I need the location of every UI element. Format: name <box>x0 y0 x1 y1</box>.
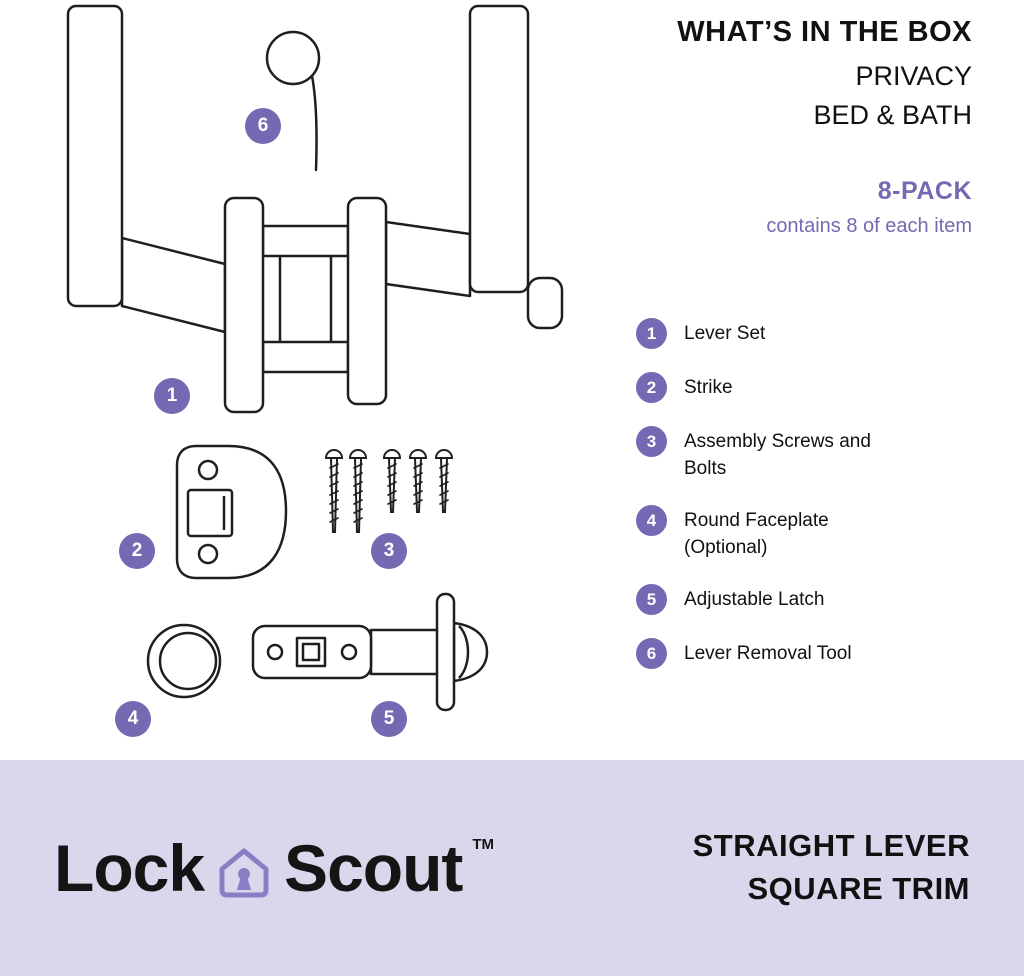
callout-6: 6 <box>245 108 281 144</box>
parts-legend: 1 Lever Set 2 Strike 3 Assembly Screws a… <box>636 318 986 692</box>
callout-4: 4 <box>115 701 151 737</box>
legend-item: 5 Adjustable Latch <box>636 584 986 616</box>
legend-item: 2 Strike <box>636 372 986 403</box>
lever-set-drawing <box>40 0 580 432</box>
item-number-badge: 1 <box>636 318 667 349</box>
product-line-1: STRAIGHT LEVER <box>692 828 970 864</box>
subtitle-bed-bath: BED & BATH <box>813 100 972 130</box>
product-name: STRAIGHT LEVER SQUARE TRIM <box>693 825 970 911</box>
lever-removal-tool-drawing <box>255 18 335 178</box>
pack-title: 8-PACK <box>877 177 972 205</box>
callout-3: 3 <box>371 533 407 569</box>
callout-2: 2 <box>119 533 155 569</box>
legend-item: 4 Round Faceplate (Optional) <box>636 505 986 561</box>
legend-item: 1 Lever Set <box>636 318 986 349</box>
brand-word-scout: Scout <box>284 831 463 905</box>
item-number-badge: 5 <box>636 584 667 616</box>
adjustable-latch-drawing <box>245 588 495 720</box>
page-title: WHAT’S IN THE BOX <box>677 16 972 48</box>
pack-note: contains 8 of each item <box>766 215 972 237</box>
item-label: Lever Set <box>684 323 766 344</box>
item-label: Assembly Screws and Bolts <box>684 431 871 479</box>
item-number-badge: 3 <box>636 426 667 457</box>
subtitle-privacy: PRIVACY <box>855 61 972 91</box>
callout-1: 1 <box>154 378 190 414</box>
brand-word-lock: Lock <box>54 831 205 905</box>
round-faceplate-drawing <box>143 620 227 704</box>
house-keyhole-icon <box>219 848 269 898</box>
legend-item: 3 Assembly Screws and Bolts <box>636 426 986 482</box>
legend-item: 6 Lever Removal Tool <box>636 638 986 670</box>
header-block: WHAT’S IN THE BOX PRIVACY BED & BATH 8-P… <box>542 16 972 238</box>
item-number-badge: 4 <box>636 505 667 537</box>
product-line-2: SQUARE TRIM <box>747 871 970 906</box>
trademark-symbol: TM <box>472 836 495 853</box>
strike-drawing <box>168 438 298 588</box>
item-label: Strike <box>684 377 733 398</box>
item-label: Lever Removal Tool <box>684 643 852 665</box>
item-number-badge: 6 <box>636 638 667 670</box>
screws-drawing <box>325 449 453 533</box>
callout-5: 5 <box>371 701 407 737</box>
footer-band: Lock Scout TM STRAIGHT LEVER SQUARE TRIM <box>0 760 1024 976</box>
item-number-badge: 2 <box>636 372 667 403</box>
brand-logo: Lock Scout TM <box>54 830 494 906</box>
item-label: Adjustable Latch <box>684 589 825 611</box>
item-label: Round Faceplate (Optional) <box>684 510 829 558</box>
